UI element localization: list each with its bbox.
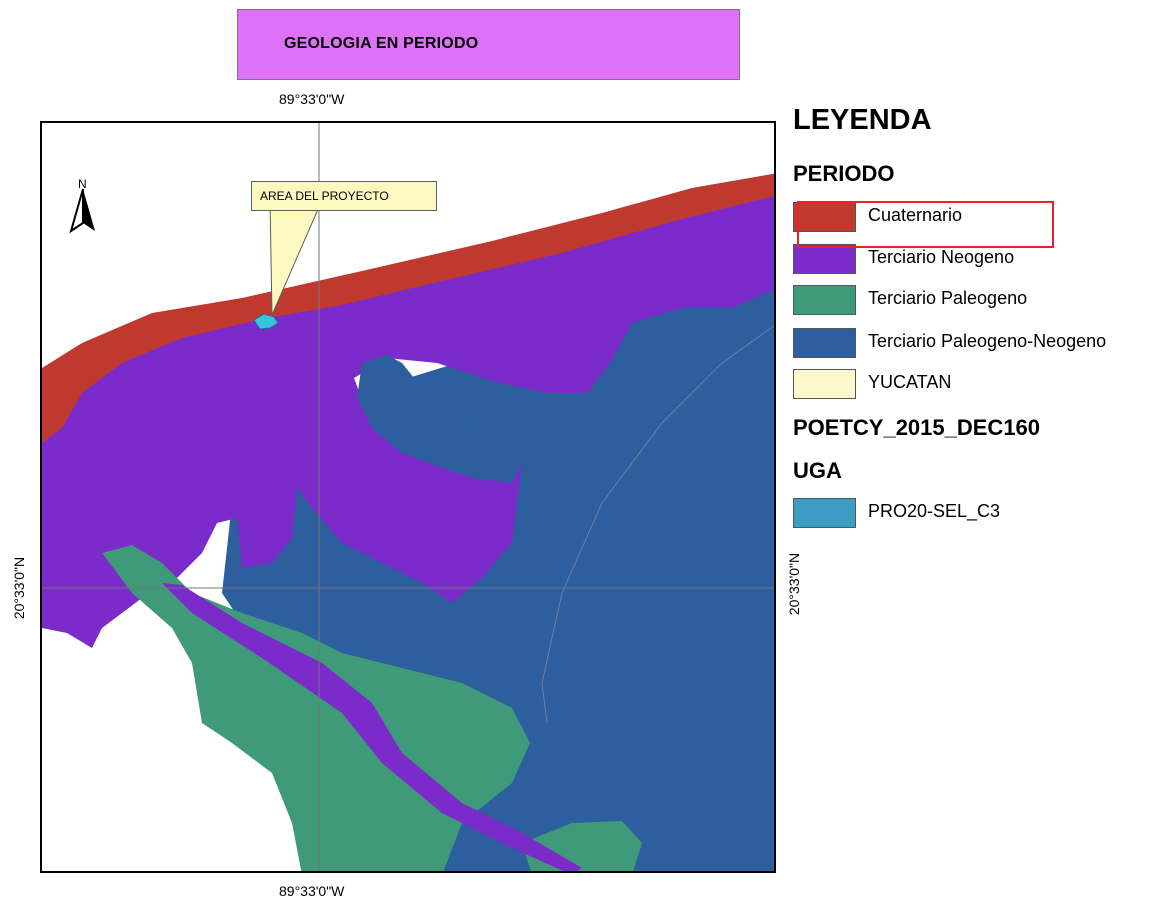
map-title: GEOLOGIA EN PERIODO — [284, 35, 479, 52]
swatch-cuaternario — [793, 202, 856, 232]
swatch-paleogeno-neogeno — [793, 328, 856, 358]
swatch-paleogeno — [793, 285, 856, 315]
legend-title: LEYENDA — [793, 104, 932, 136]
coord-bottom-longitude: 89°33'0"W — [279, 883, 345, 899]
north-arrow-icon — [69, 188, 95, 234]
swatch-yucatan — [793, 369, 856, 399]
legend-group-uga: UGA — [793, 458, 842, 483]
region-cuaternario — [42, 173, 774, 443]
callout-leader — [269, 199, 323, 316]
swatch-uga — [793, 498, 856, 528]
legend-label: Cuaternario — [868, 205, 963, 225]
legend-label: PRO20-SEL_C3 — [868, 501, 1001, 521]
coord-top-longitude: 89°33'0"W — [279, 91, 345, 107]
project-area-uga[interactable] — [253, 313, 279, 330]
legend-label: Terciario Paleogeno-Neogeno — [868, 331, 1107, 351]
coord-right-latitude: 20°33'0"N — [786, 552, 802, 616]
region-neogeno-band — [162, 583, 582, 871]
region-neogeno — [42, 179, 774, 648]
legend-label: Terciario Neogeno — [868, 247, 1015, 267]
boundary-line — [541, 325, 774, 724]
map-frame[interactable] — [40, 121, 776, 873]
geology-map[interactable] — [42, 123, 776, 873]
project-area-callout: AREA DEL PROYECTO — [251, 181, 437, 211]
legend-label: YUCATAN — [868, 372, 952, 392]
legend-group-poetcy: POETCY_2015_DEC160 — [793, 415, 1041, 440]
legend-highlight-box — [797, 201, 1054, 248]
coord-left-latitude: 20°33'0"N — [11, 556, 27, 620]
legend-group-periodo: PERIODO — [793, 161, 895, 186]
map-title-box: GEOLOGIA EN PERIODO — [237, 9, 740, 80]
swatch-neogeno — [793, 244, 856, 274]
legend-label: Terciario Paleogeno — [868, 288, 1028, 308]
north-arrow-label: N — [78, 177, 87, 191]
region-paleogeno-neogeno-lobe — [357, 355, 522, 483]
